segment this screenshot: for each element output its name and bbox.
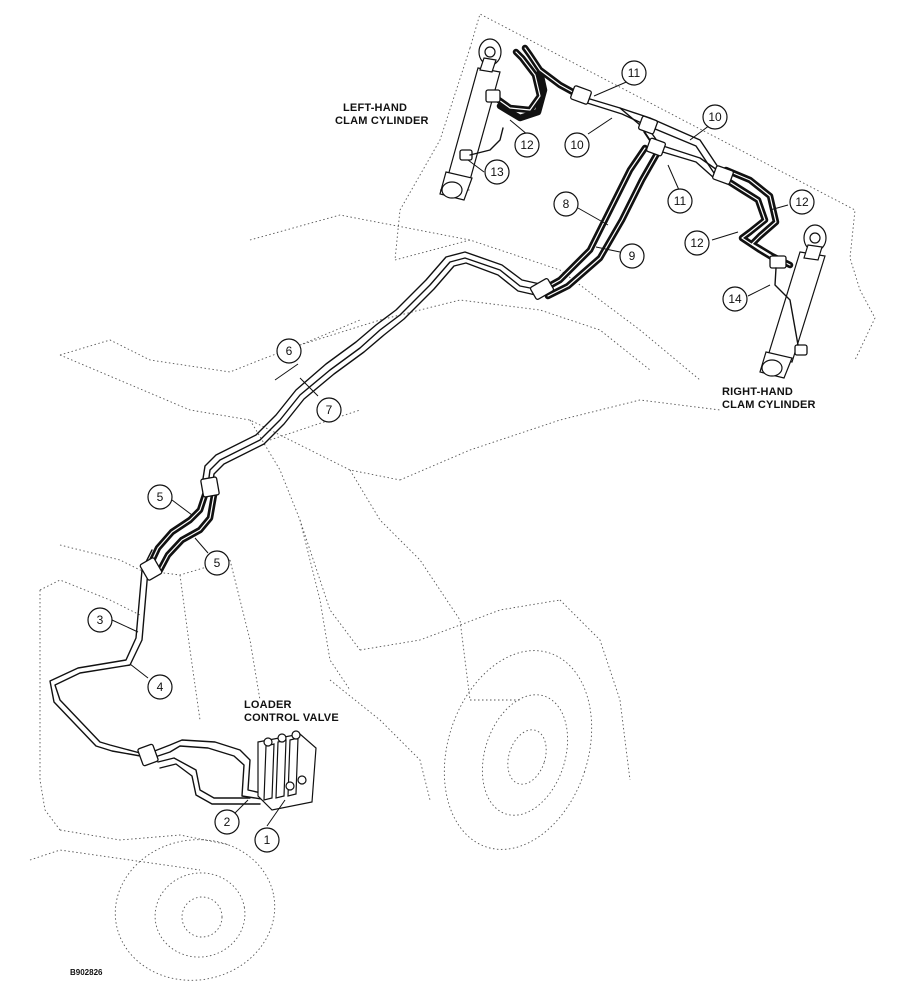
svg-text:CLAM CYLINDER: CLAM CYLINDER bbox=[335, 115, 429, 127]
hose-5 bbox=[146, 488, 218, 574]
svg-text:6: 6 bbox=[286, 344, 293, 358]
callout-6: 6 bbox=[276, 338, 302, 364]
callout-1: 1 bbox=[254, 827, 280, 853]
callout-4: 4 bbox=[147, 674, 173, 700]
figure-id: B902826 bbox=[70, 968, 103, 977]
svg-text:5: 5 bbox=[157, 490, 164, 504]
callout-9: 9 bbox=[619, 243, 645, 269]
callout-balloons: 1 2 3 4 5 5 6 7 8 9 10 10 11 11 12 12 12… bbox=[87, 60, 815, 853]
callout-3: 3 bbox=[87, 607, 113, 633]
svg-text:1: 1 bbox=[264, 833, 271, 847]
tube-lines-6-7 bbox=[49, 251, 541, 758]
left-hand-clam-cylinder bbox=[439, 38, 504, 201]
machine-outline bbox=[29, 13, 876, 871]
label-loader-control-valve: LOADER CONTROL VALVE bbox=[244, 699, 339, 724]
hose-8-9 bbox=[538, 144, 662, 300]
callout-12a: 12 bbox=[514, 132, 540, 158]
svg-text:12: 12 bbox=[520, 138, 534, 152]
callout-2: 2 bbox=[214, 809, 240, 835]
callout-12c: 12 bbox=[789, 189, 815, 215]
callout-7: 7 bbox=[316, 397, 342, 423]
svg-text:2: 2 bbox=[224, 815, 231, 829]
svg-text:8: 8 bbox=[563, 197, 570, 211]
right-hand-clam-cylinder bbox=[759, 224, 827, 379]
callout-5b: 5 bbox=[204, 550, 230, 576]
svg-text:10: 10 bbox=[570, 138, 584, 152]
label-left-hand-clam-cylinder: LEFT-HAND CLAM CYLINDER bbox=[335, 102, 429, 127]
svg-text:12: 12 bbox=[690, 236, 704, 250]
hose-12-right bbox=[716, 166, 794, 269]
svg-text:13: 13 bbox=[490, 165, 504, 179]
svg-text:RIGHT-HAND: RIGHT-HAND bbox=[722, 386, 793, 398]
svg-text:CONTROL VALVE: CONTROL VALVE bbox=[244, 712, 339, 724]
fittings bbox=[137, 85, 734, 767]
callout-11a: 11 bbox=[621, 60, 647, 86]
svg-text:14: 14 bbox=[728, 292, 742, 306]
callout-10a: 10 bbox=[564, 132, 590, 158]
svg-text:10: 10 bbox=[708, 110, 722, 124]
callout-13: 13 bbox=[484, 159, 510, 185]
callout-8: 8 bbox=[553, 191, 579, 217]
front-wheel bbox=[443, 650, 593, 850]
svg-text:7: 7 bbox=[326, 403, 333, 417]
svg-text:9: 9 bbox=[629, 249, 636, 263]
callout-11b: 11 bbox=[667, 188, 693, 214]
svg-text:4: 4 bbox=[157, 680, 164, 694]
hose-12-left bbox=[492, 44, 584, 122]
label-right-hand-clam-cylinder: RIGHT-HAND CLAM CYLINDER bbox=[722, 386, 816, 411]
loader-control-valve bbox=[257, 730, 317, 811]
svg-text:CLAM CYLINDER: CLAM CYLINDER bbox=[722, 399, 816, 411]
svg-text:12: 12 bbox=[795, 195, 809, 209]
svg-text:11: 11 bbox=[628, 66, 641, 80]
svg-text:LOADER: LOADER bbox=[244, 699, 292, 711]
svg-text:LEFT-HAND: LEFT-HAND bbox=[343, 102, 407, 114]
svg-text:5: 5 bbox=[214, 556, 221, 570]
callout-5a: 5 bbox=[147, 484, 173, 510]
svg-text:11: 11 bbox=[674, 194, 687, 208]
callout-12b: 12 bbox=[684, 230, 710, 256]
callout-14: 14 bbox=[722, 286, 748, 312]
rear-wheel bbox=[114, 839, 276, 981]
svg-text:3: 3 bbox=[97, 613, 104, 627]
leader-lines bbox=[111, 79, 789, 827]
callout-10b: 10 bbox=[702, 104, 728, 130]
